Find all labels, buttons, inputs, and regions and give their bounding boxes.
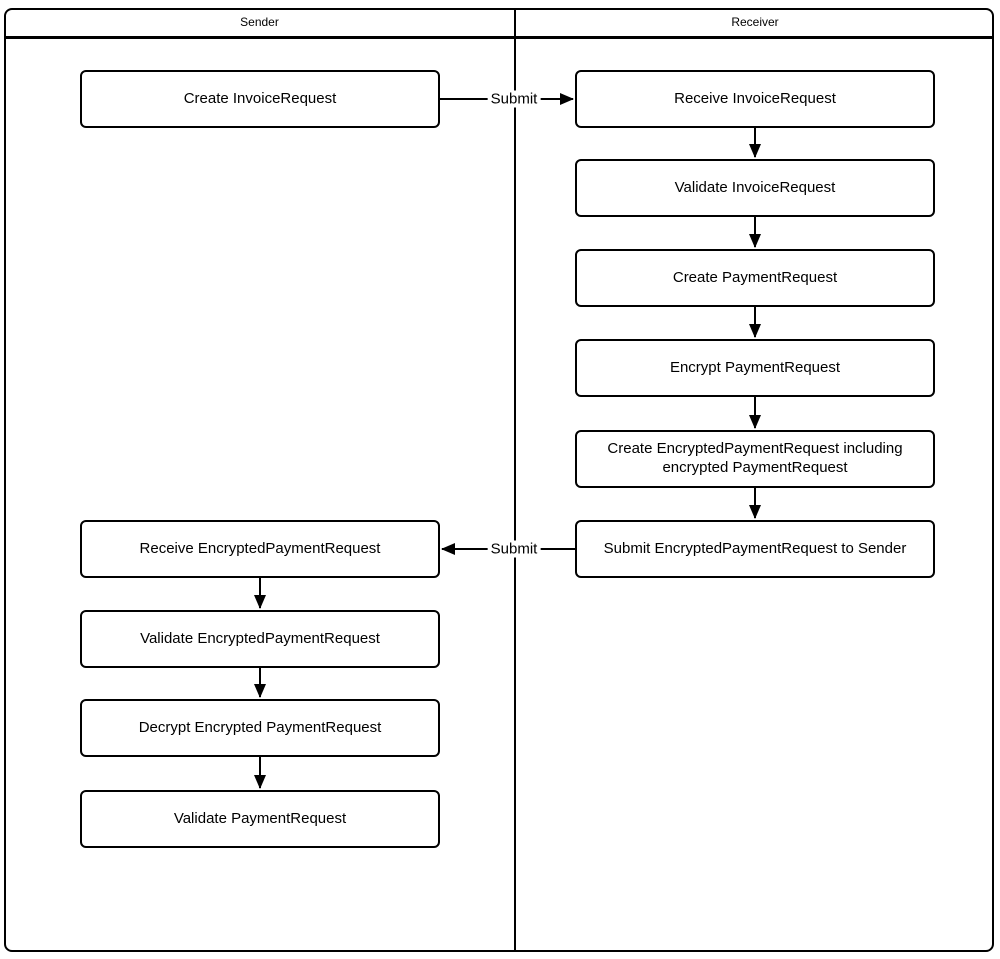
node-create-encrypted-payment-request: Create EncryptedPaymentRequest including…	[575, 430, 935, 488]
header-separator-line	[4, 36, 994, 39]
diagram-frame	[4, 8, 994, 952]
node-decrypt-encrypted-payment-request: Decrypt Encrypted PaymentRequest	[80, 699, 440, 757]
node-validate-encrypted-payment-request: Validate EncryptedPaymentRequest	[80, 610, 440, 668]
node-validate-payment-request: Validate PaymentRequest	[80, 790, 440, 848]
node-validate-invoice-request: Validate InvoiceRequest	[575, 159, 935, 217]
node-create-payment-request: Create PaymentRequest	[575, 249, 935, 307]
lane-divider-line	[514, 8, 516, 952]
node-submit-encrypted-payment-request: Submit EncryptedPaymentRequest to Sender	[575, 520, 935, 578]
node-create-invoice-request: Create InvoiceRequest	[80, 70, 440, 128]
edge-label-submit-payment: Submit	[487, 540, 541, 558]
edge-label-submit-invoice: Submit	[487, 90, 541, 108]
node-receive-encrypted-payment-request: Receive EncryptedPaymentRequest	[80, 520, 440, 578]
node-receive-invoice-request: Receive InvoiceRequest	[575, 70, 935, 128]
lane-header-receiver: Receiver	[731, 15, 779, 29]
node-encrypt-payment-request: Encrypt PaymentRequest	[575, 339, 935, 397]
lane-header-sender: Sender	[240, 15, 279, 29]
